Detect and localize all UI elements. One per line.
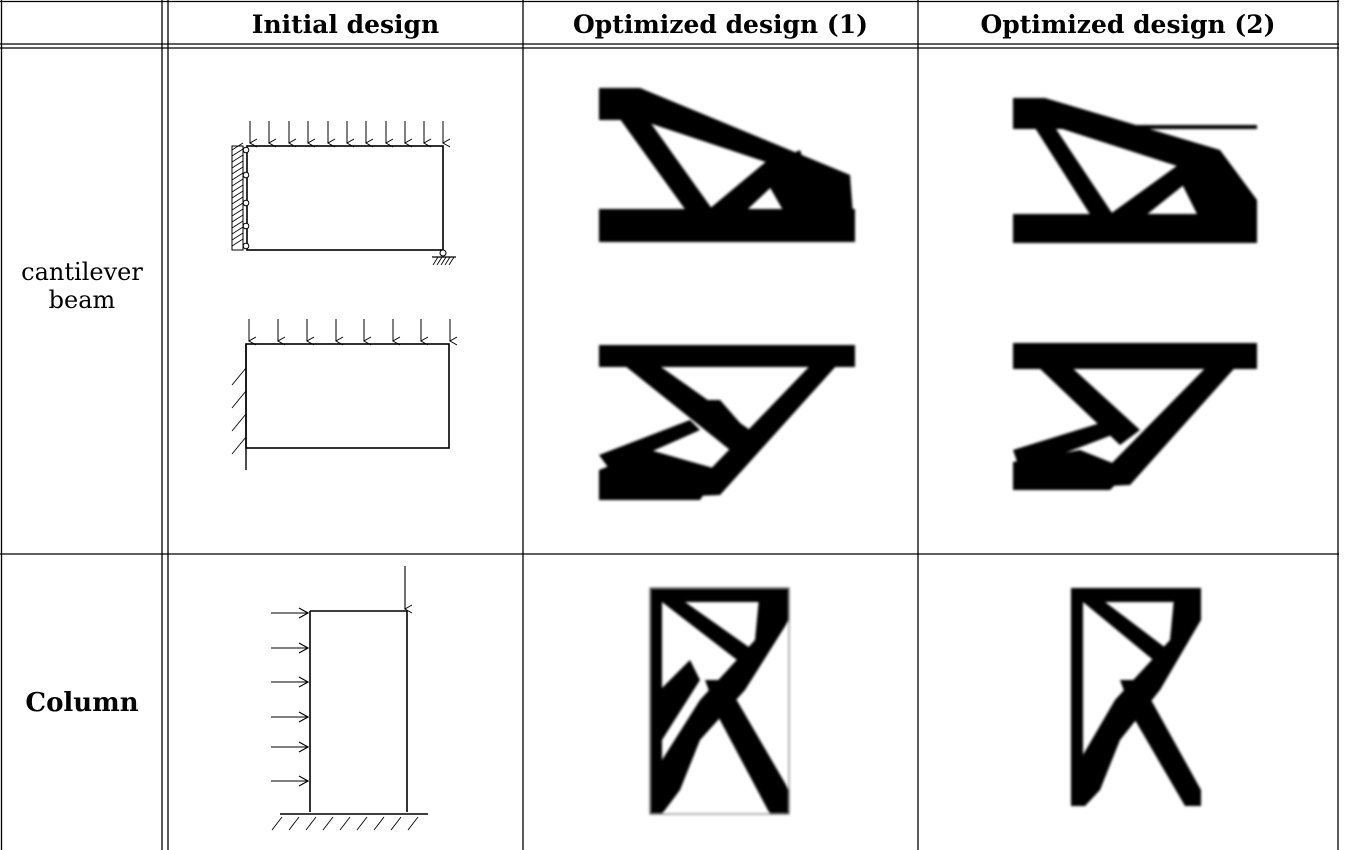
column-diagram bbox=[271, 566, 428, 831]
row-label-cantilever-beam: cantilever beam bbox=[2, 258, 162, 314]
row-label-line1: cantilever bbox=[21, 258, 143, 286]
column-optimized-1 bbox=[649, 587, 790, 815]
cantilever1-optimized-2 bbox=[1013, 98, 1257, 243]
header-optimized-design-2: Optimized design (2) bbox=[980, 10, 1276, 39]
cantilever2-optimized-1 bbox=[599, 345, 855, 500]
cantilever2-optimized-2 bbox=[1013, 343, 1257, 490]
row-label-line2: beam bbox=[48, 286, 116, 314]
header-optimized-design-1: Optimized design (1) bbox=[573, 10, 868, 39]
cantilever-diagram-1 bbox=[231, 121, 456, 266]
header-initial-design: Initial design bbox=[251, 10, 440, 39]
cantilever-diagram-2 bbox=[231, 319, 458, 470]
cantilever1-optimized-1 bbox=[599, 88, 855, 242]
row-label-column: Column bbox=[25, 688, 139, 718]
column-optimized-2 bbox=[1071, 588, 1201, 806]
